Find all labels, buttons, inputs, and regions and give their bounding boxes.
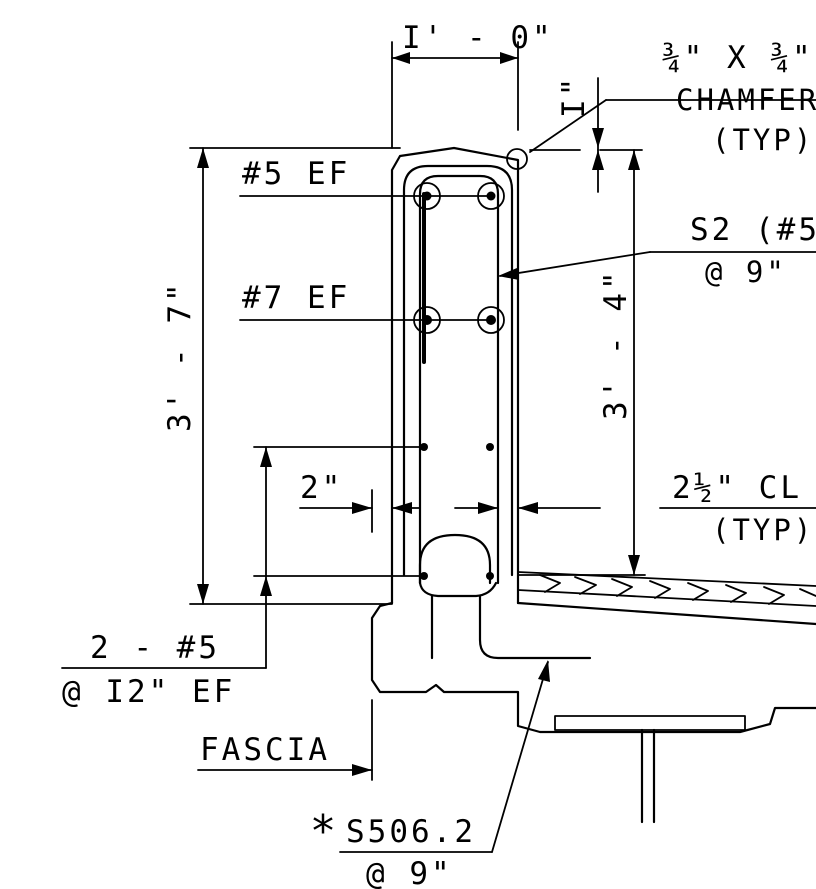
label-bottom-bars-spacing: @ I2" EF	[62, 674, 235, 710]
label-7-ef: #7 EF	[242, 280, 350, 316]
label-chamfer-typ: (TYP)	[712, 123, 814, 157]
dim-inner-height	[517, 149, 646, 576]
wearing-surface	[517, 571, 816, 607]
label-inner-height: 3' - 4"	[598, 268, 634, 420]
label-overall-height: 3' - 7"	[162, 280, 198, 432]
label-deck-bar: S506.2	[346, 814, 476, 850]
stirrup-s2	[402, 164, 514, 598]
label-chamfer-word: CHAMFER	[676, 83, 816, 117]
stirrup-leader	[498, 251, 816, 280]
deck-slab-outline	[370, 601, 816, 824]
dim-setback	[299, 489, 421, 533]
chamfer-marker	[506, 148, 528, 170]
label-bottom-bars: 2 - #5	[90, 630, 220, 666]
fascia-leader	[197, 699, 373, 781]
deck-bar-leader	[339, 660, 550, 853]
label-stirrup-spacing: @ 9"	[705, 255, 787, 289]
label-cover: 2½" CL	[672, 470, 802, 506]
chamfer-leader	[529, 77, 816, 193]
label-5-ef: #5 EF	[242, 156, 350, 192]
label-top-width: I' - 0"	[402, 20, 554, 56]
label-chamfer-offset: I"	[556, 75, 592, 118]
dim-cover	[454, 502, 816, 514]
label-stirrup-name: S2 (#5X)	[690, 212, 816, 248]
label-fascia: FASCIA	[200, 732, 330, 768]
dim-overall-height	[189, 147, 401, 605]
label-setback: 2"	[300, 470, 343, 506]
label-chamfer-size: ¾" X ¾"	[662, 40, 814, 76]
label-star: *	[312, 806, 334, 857]
dim-top-width	[391, 41, 519, 149]
dim-bottom-bars	[61, 446, 425, 669]
deck-bar-s506	[430, 594, 592, 660]
label-cover-typ: (TYP)	[712, 513, 814, 547]
barrier-wall-outline	[390, 146, 520, 605]
label-deck-bar-spacing: @ 9"	[366, 856, 453, 889]
